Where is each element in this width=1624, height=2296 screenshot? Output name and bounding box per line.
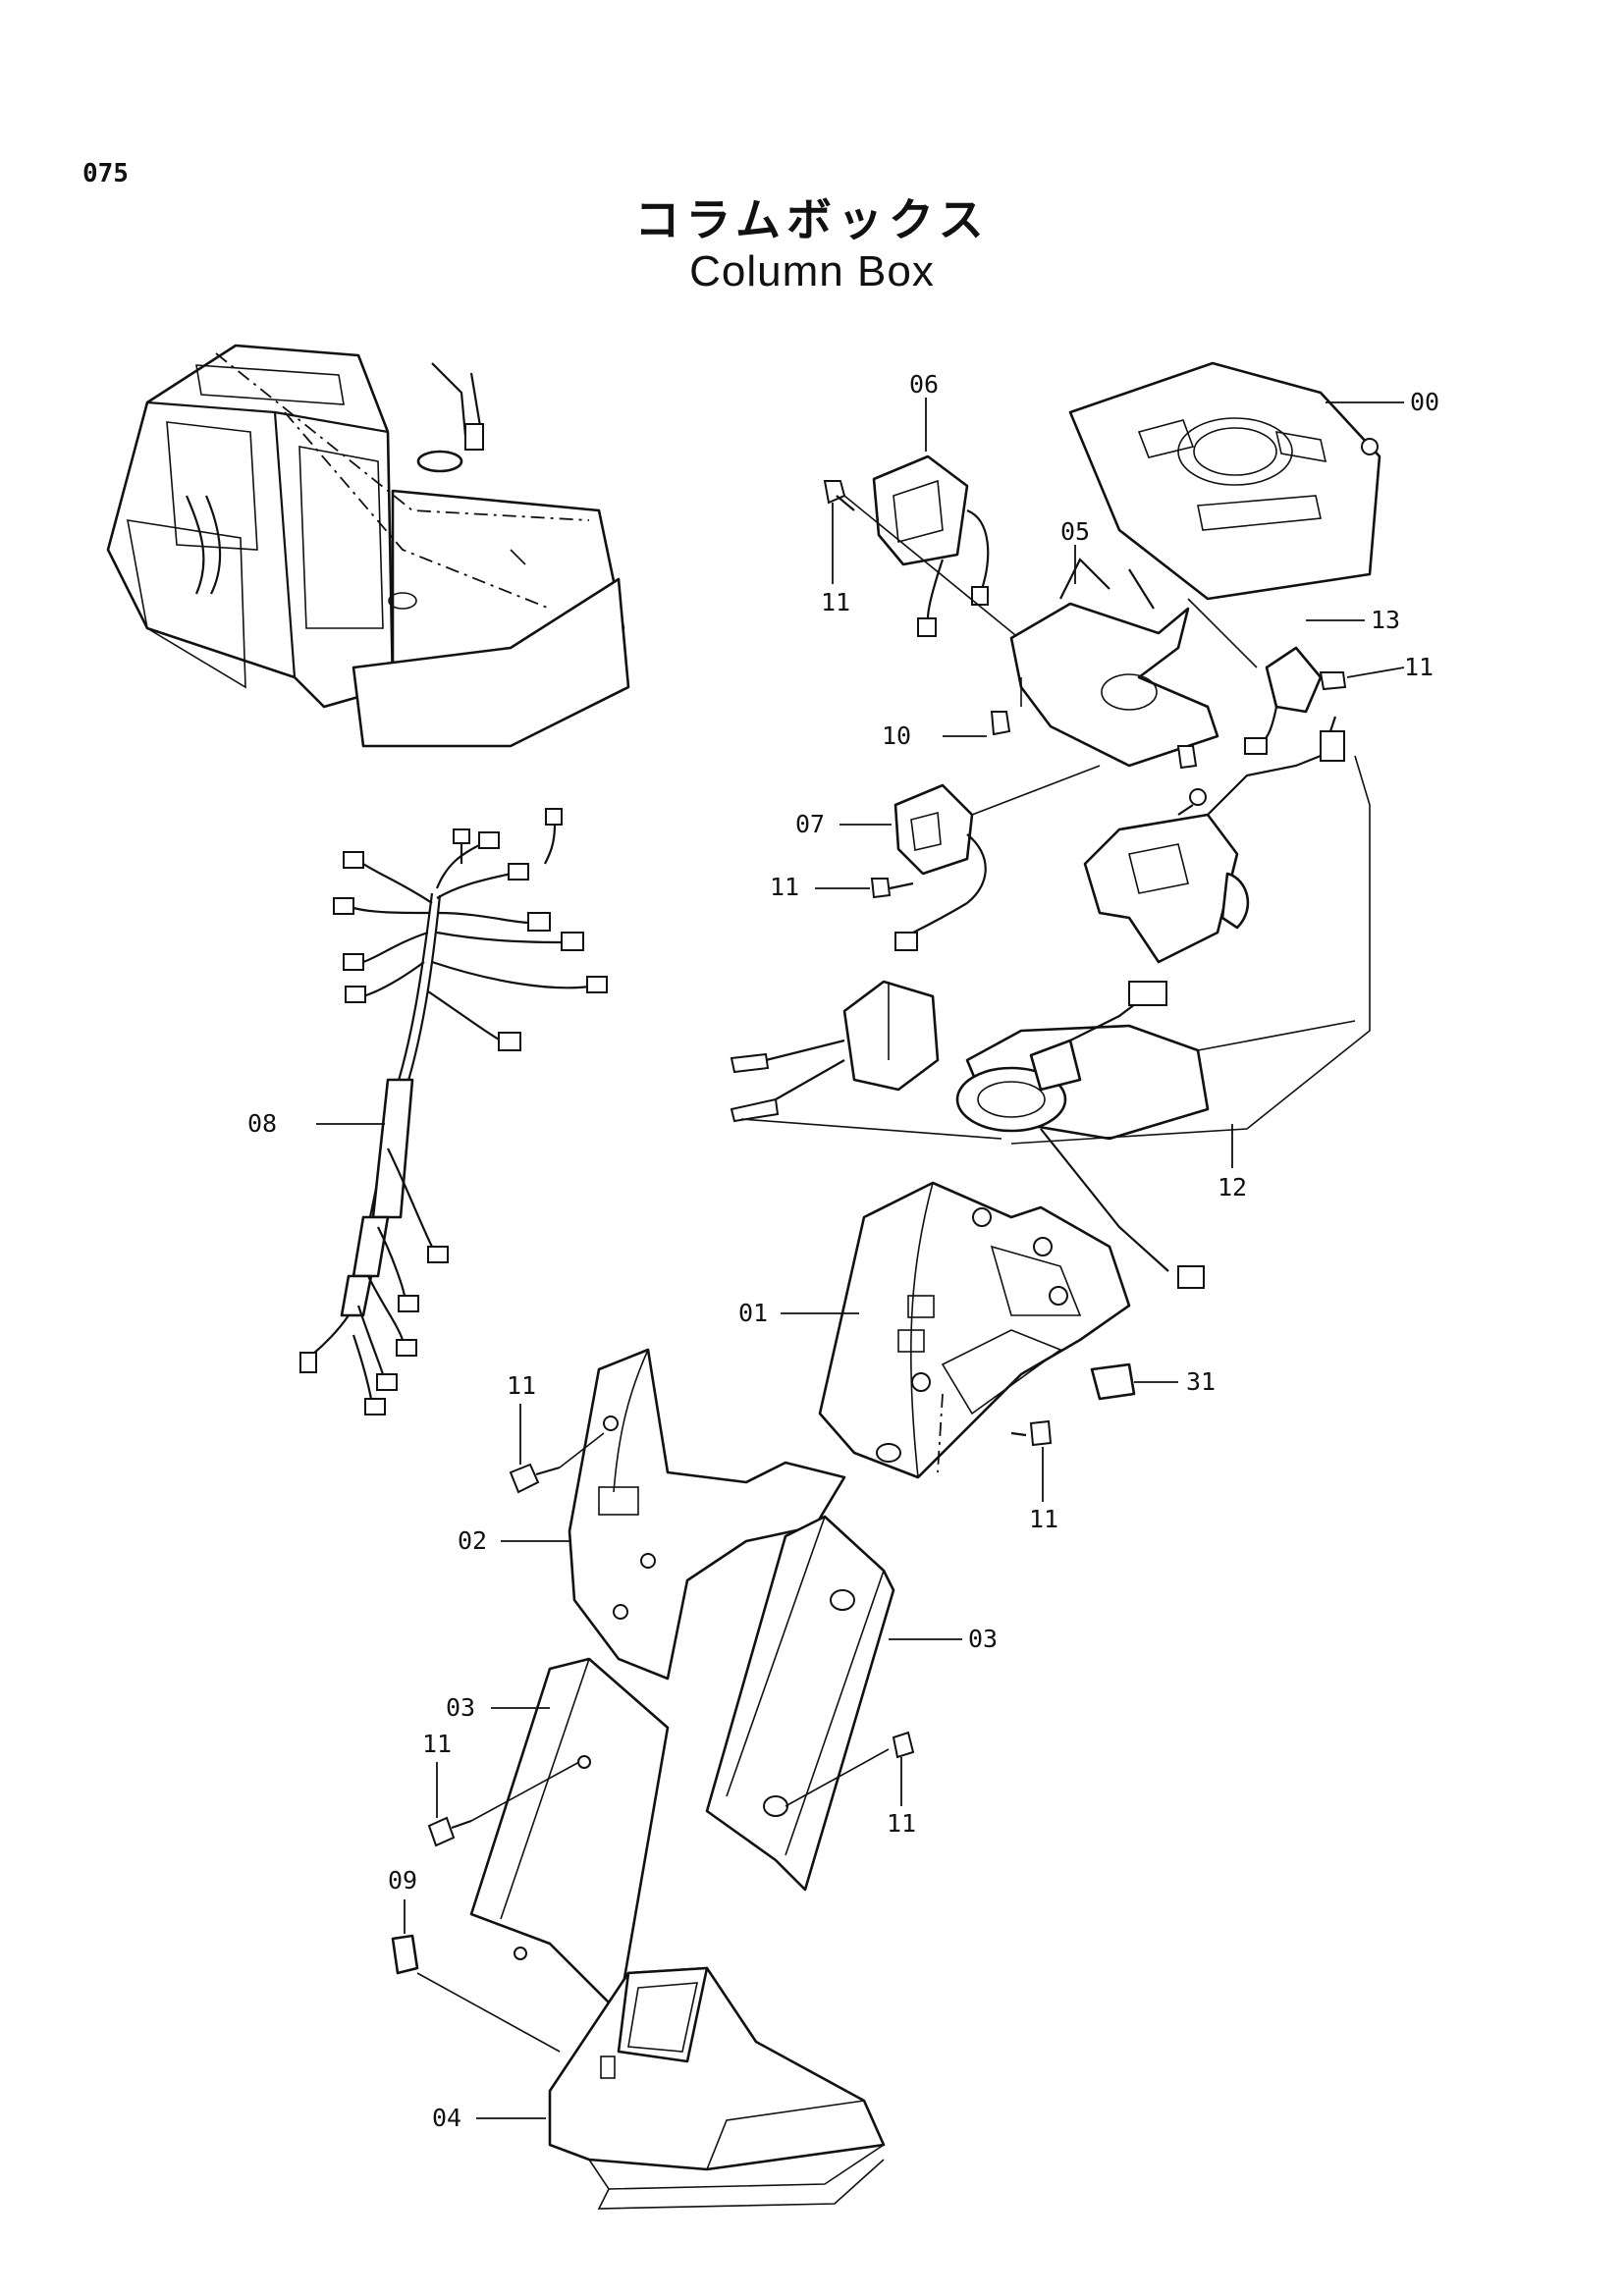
- callout-10: 10: [882, 721, 911, 750]
- part-06-switch: 06: [872, 370, 990, 637]
- page-number: 075: [82, 159, 129, 188]
- part-09-clip: 09: [388, 1866, 561, 2053]
- part-31-label: 31: [1090, 1362, 1216, 1401]
- part-02-front-cover: 02: [458, 1348, 846, 1681]
- page-title-english: Column Box: [689, 247, 935, 295]
- callout-09: 09: [388, 1866, 417, 1895]
- callout-11-f: 11: [887, 1809, 916, 1838]
- callout-04: 04: [432, 2104, 461, 2132]
- bolt-unlabeled: [1176, 745, 1198, 770]
- callout-13: 13: [1371, 606, 1400, 634]
- callout-11-a: 11: [821, 588, 850, 616]
- bolt-11-below-upper-cover: 11: [1010, 1419, 1058, 1533]
- part-01-upper-cover: 01: [738, 1181, 1131, 1479]
- callout-11-e: 11: [507, 1371, 536, 1400]
- bolt-11-lower-left: 11: [422, 1730, 580, 1847]
- bolt-11-upper-left: 11: [507, 1371, 605, 1494]
- part-08-wire-harness: 08: [247, 808, 608, 1415]
- bolt-11-near-key-switch: 11: [770, 873, 914, 901]
- callout-03-b: 03: [968, 1625, 998, 1653]
- part-05-bracket: 05: [1009, 517, 1219, 768]
- part-12-lever-assembly: 12: [730, 716, 1371, 1289]
- callout-05: 05: [1060, 517, 1090, 546]
- part-03-left-cover: 03: [446, 1657, 670, 2014]
- callout-11-c: 11: [770, 873, 799, 901]
- bolt-11-right: 11: [1319, 653, 1434, 691]
- part-07-key-switch: 07: [795, 765, 1101, 951]
- callout-03-a: 03: [446, 1693, 475, 1722]
- page-title-japanese: コラムボックス: [634, 193, 990, 246]
- callout-08: 08: [247, 1109, 277, 1138]
- part-00-top-panel: 00: [1068, 361, 1439, 601]
- callout-12: 12: [1218, 1173, 1247, 1201]
- bolt-11-right-side-cover: 11: [785, 1731, 916, 1838]
- callout-11-d: 11: [1029, 1505, 1058, 1533]
- callout-11-b: 11: [1404, 653, 1434, 681]
- bolt-11-near-switch: 11: [821, 480, 1032, 649]
- excavator-cab-overview: [106, 344, 630, 748]
- callout-01: 01: [738, 1299, 768, 1327]
- callout-11-g: 11: [422, 1730, 452, 1758]
- callout-06: 06: [909, 370, 939, 399]
- part-13-sensor: 13: [1187, 598, 1400, 755]
- part-03-right-cover: 03: [705, 1515, 998, 1892]
- bolt-10: 10: [882, 711, 1011, 750]
- callout-07: 07: [795, 810, 825, 838]
- part-04-lower-duct: 04: [432, 1966, 886, 2210]
- callout-31: 31: [1186, 1367, 1216, 1396]
- callout-00: 00: [1410, 388, 1439, 416]
- callout-02: 02: [458, 1526, 487, 1555]
